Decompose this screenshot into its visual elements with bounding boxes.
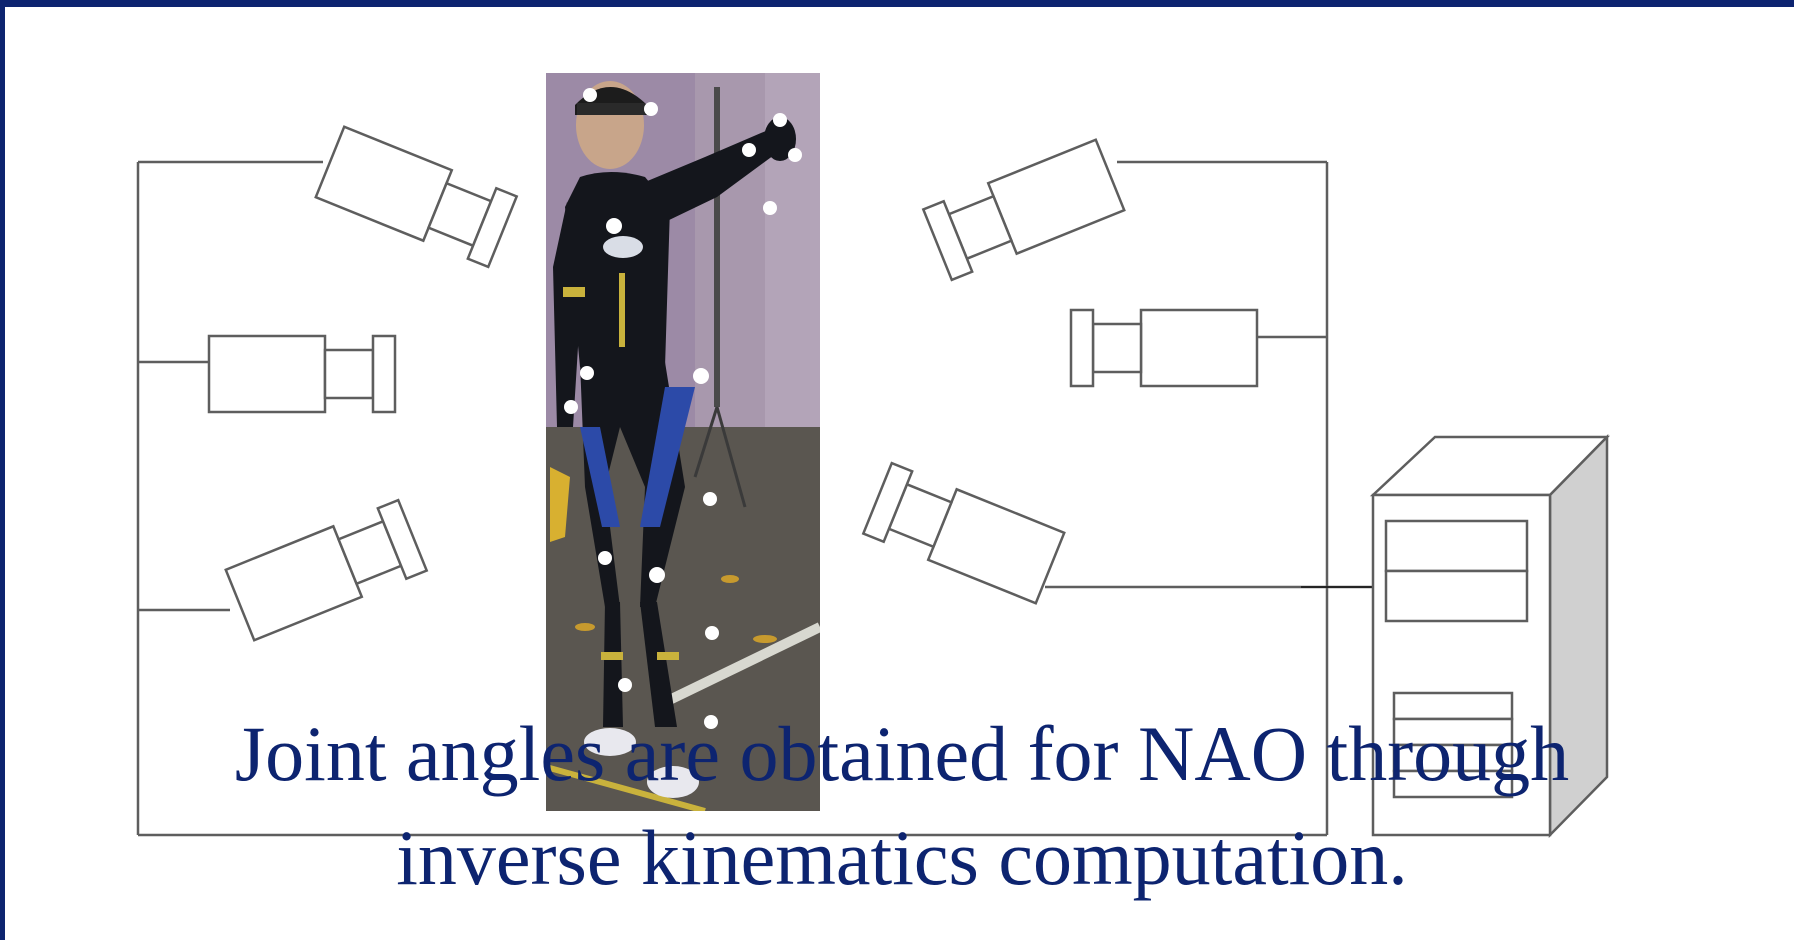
slide-caption: Joint angles are obtained for NAO throug…	[5, 702, 1794, 910]
camera-icon	[224, 498, 428, 642]
camera-icon	[862, 461, 1066, 605]
computer-tower-icon	[1369, 433, 1610, 839]
caption-line-1: Joint angles are obtained for NAO throug…	[234, 710, 1570, 797]
camera-icon	[1069, 308, 1259, 388]
camera-icon	[207, 334, 397, 414]
motion-capture-diagram	[136, 73, 1610, 839]
camera-icon	[922, 138, 1126, 282]
camera-icon	[314, 125, 518, 269]
motion-capture-photo	[546, 73, 820, 811]
caption-line-2: inverse kinematics computation.	[396, 814, 1408, 901]
left-camera-wiring	[136, 160, 1327, 837]
